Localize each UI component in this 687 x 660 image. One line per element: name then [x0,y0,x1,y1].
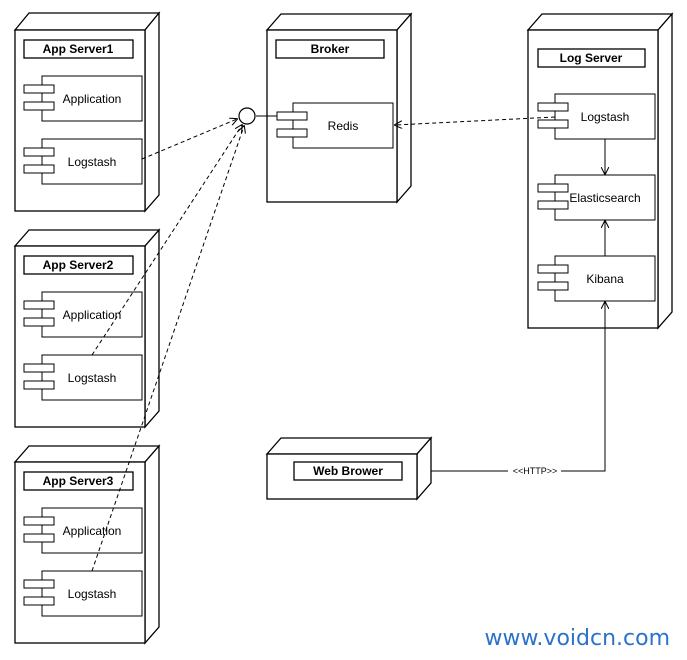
redis-interface-circle[interactable] [238,107,256,125]
log-server-node[interactable]: Log Server Logstash Elasticsearch Kibana [526,12,674,330]
app-server3-node[interactable]: App Server3 Application Logstash [13,444,161,645]
watermark-text: www.voidcn.com [484,626,670,651]
http-connection-web-browser-kibana-2 [561,302,605,472]
app-server1-title: App Server1 [43,42,114,56]
web-browser-title: Web Brower [313,464,383,478]
broker-node[interactable]: Broker Redis [265,12,413,204]
broker-redis-label: Redis [328,119,359,133]
app-server1-application-label: Application [63,92,122,106]
app-server1-application-component[interactable]: Application [23,75,143,122]
dependency-arrow-appserver1-logstash [141,119,237,160]
log-server-logstash-component[interactable]: Logstash [537,93,656,140]
dependency-arrow-appserver3-logstash [91,126,244,572]
broker-title: Broker [311,42,350,56]
log-server-elasticsearch-label: Elasticsearch [569,191,640,205]
http-connector-label: <<HTTP>> [513,466,558,476]
app-server3-application-component[interactable]: Application [23,507,143,554]
log-server-kibana-label: Kibana [586,272,624,286]
app-server3-application-label: Application [63,524,122,538]
log-server-logstash-label: Logstash [581,110,630,124]
log-server-elasticsearch-component[interactable]: Elasticsearch [537,174,656,221]
app-server3-title: App Server3 [43,474,114,488]
app-server1-node[interactable]: App Server1 Application Logstash [13,11,161,213]
app-server1-logstash-label: Logstash [68,155,117,169]
app-server2-application-label: Application [63,308,122,322]
log-server-kibana-component[interactable]: Kibana [537,255,656,302]
app-server3-logstash-label: Logstash [68,587,117,601]
app-server2-title: App Server2 [43,258,114,272]
broker-redis-component[interactable]: Redis [276,102,394,149]
dependency-arrow-logserver-logstash-redis [395,116,556,125]
web-browser-node[interactable]: Web Brower [265,436,433,501]
log-server-title: Log Server [560,51,623,65]
app-server3-logstash-component[interactable]: Logstash [23,570,143,617]
app-server2-logstash-label: Logstash [68,371,117,385]
app-server2-application-component[interactable]: Application [23,291,143,338]
app-server2-node[interactable]: App Server2 Application Logstash [13,228,161,429]
app-server2-logstash-component[interactable]: Logstash [23,354,143,401]
app-server1-logstash-component[interactable]: Logstash [23,138,143,185]
dependency-arrow-appserver2-logstash [91,125,242,356]
